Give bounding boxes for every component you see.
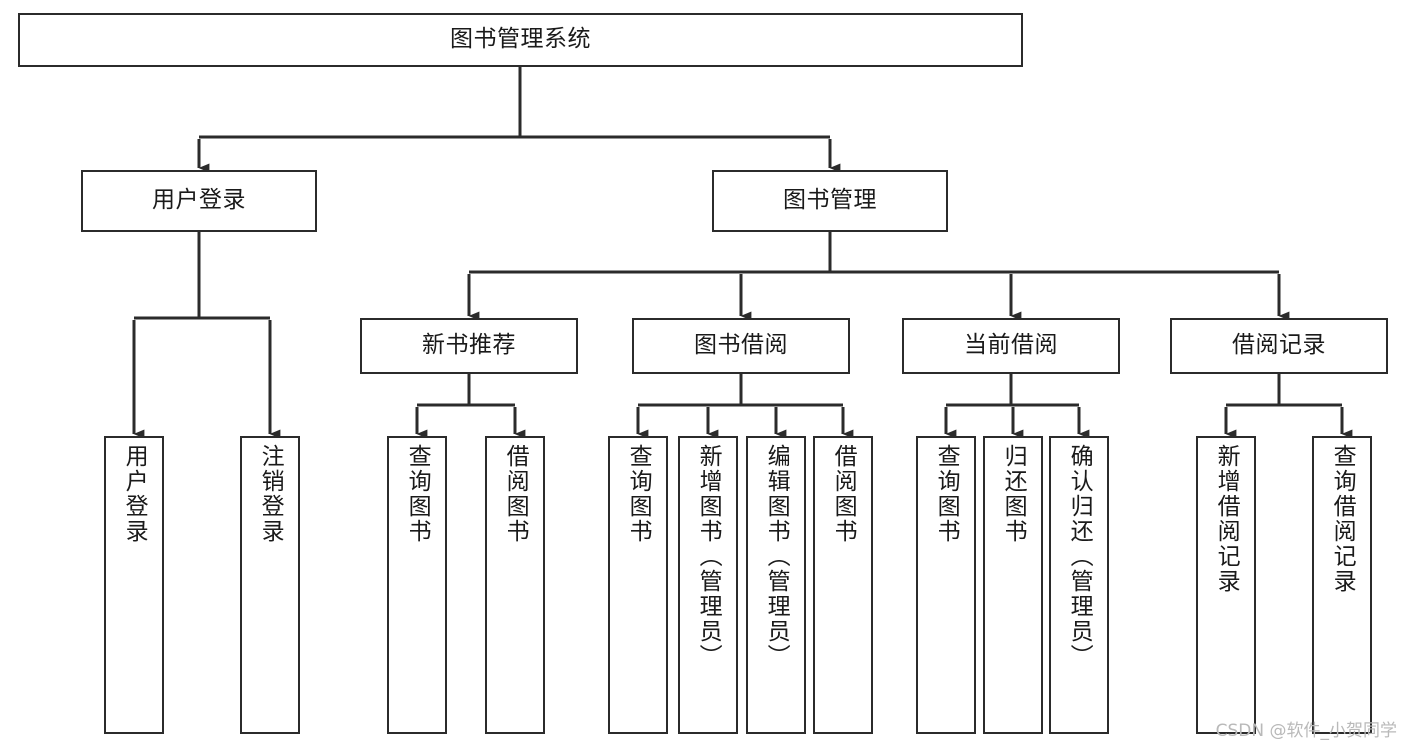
node-current-borrow-label: 当前借阅 [964,332,1058,359]
node-leaf-query-book-cur-label: 查询图书 [933,444,960,544]
node-borrow-record-label: 借阅记录 [1232,332,1326,359]
node-leaf-borrow-book-rec[interactable]: 借阅图书 [485,436,545,734]
node-leaf-user-login[interactable]: 用户登录 [104,436,164,734]
node-book-borrow-label: 图书借阅 [694,332,788,359]
node-leaf-edit-book-label: 编辑图书（管理员） [763,444,790,669]
node-leaf-user-login-label: 用户登录 [121,444,148,544]
node-leaf-user-logout-label: 注销登录 [257,444,284,544]
node-leaf-borrow-book-label: 借阅图书 [830,444,857,544]
node-leaf-add-record[interactable]: 新增借阅记录 [1196,436,1256,734]
node-new-book-rec-label: 新书推荐 [422,332,516,359]
node-book-manage-label: 图书管理 [783,187,877,214]
node-leaf-confirm-return[interactable]: 确认归还（管理员） [1049,436,1109,734]
node-leaf-add-book-label: 新增图书（管理员） [695,444,722,669]
node-current-borrow[interactable]: 当前借阅 [902,318,1120,374]
node-leaf-query-record-label: 查询借阅记录 [1329,444,1356,594]
node-leaf-borrow-book-rec-label: 借阅图书 [502,444,529,544]
node-leaf-query-book-cur[interactable]: 查询图书 [916,436,976,734]
node-new-book-rec[interactable]: 新书推荐 [360,318,578,374]
node-root-label: 图书管理系统 [450,26,591,53]
node-leaf-return-book-label: 归还图书 [1000,444,1027,544]
node-borrow-record[interactable]: 借阅记录 [1170,318,1388,374]
node-book-borrow[interactable]: 图书借阅 [632,318,850,374]
node-leaf-confirm-return-label: 确认归还（管理员） [1066,444,1093,669]
node-user-login[interactable]: 用户登录 [81,170,317,232]
node-leaf-add-record-label: 新增借阅记录 [1213,444,1240,594]
node-user-login-label: 用户登录 [152,187,246,214]
node-leaf-query-record[interactable]: 查询借阅记录 [1312,436,1372,734]
node-leaf-query-book-borrow[interactable]: 查询图书 [608,436,668,734]
watermark: CSDN @软件_小贺同学 [1215,721,1397,741]
node-leaf-query-book-rec-label: 查询图书 [404,444,431,544]
node-leaf-query-book-borrow-label: 查询图书 [625,444,652,544]
node-leaf-edit-book[interactable]: 编辑图书（管理员） [746,436,806,734]
node-leaf-user-logout[interactable]: 注销登录 [240,436,300,734]
node-leaf-add-book[interactable]: 新增图书（管理员） [678,436,738,734]
node-root[interactable]: 图书管理系统 [18,13,1023,67]
node-leaf-borrow-book[interactable]: 借阅图书 [813,436,873,734]
node-leaf-return-book[interactable]: 归还图书 [983,436,1043,734]
node-leaf-query-book-rec[interactable]: 查询图书 [387,436,447,734]
node-book-manage[interactable]: 图书管理 [712,170,948,232]
